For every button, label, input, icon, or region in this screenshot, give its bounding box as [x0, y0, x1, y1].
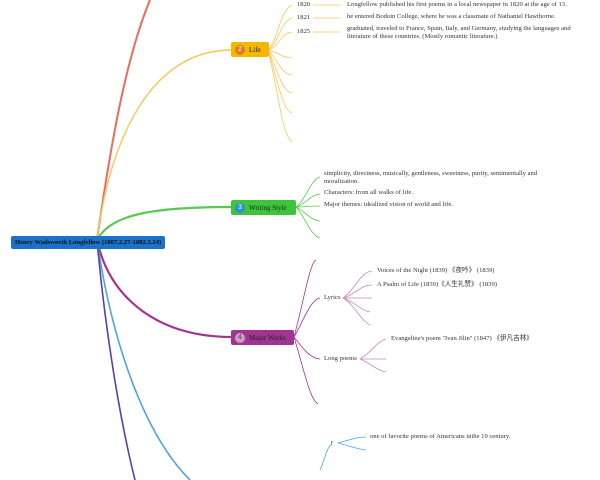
bottom-marker: r: [331, 439, 334, 446]
root-label: Henry Wadsworth Longfellow (1807.2.27-18…: [15, 239, 162, 246]
branch-life-line: [96, 49, 233, 241]
long-poem-item-evangeline: Evangeline's poem "Ivan Jilin" (1847) 《伊…: [391, 335, 533, 342]
branch-node-major-works[interactable]: 4 Major Works: [231, 330, 294, 345]
bottom-text: one of favorite poems of Americans inthe…: [370, 433, 511, 440]
writing-text-characters: Characters: from all walks of life.: [324, 189, 413, 196]
branch-bottom-blue-line: [96, 239, 191, 480]
root-node[interactable]: Henry Wadsworth Longfellow (1807.2.27-18…: [11, 236, 166, 249]
works-sub-lines: [293, 259, 321, 405]
writing-text-themes: Major themes: idealized vision of world …: [324, 201, 453, 208]
life-text-1825-line1: graduated, traveled to France, Spain, It…: [347, 25, 571, 32]
life-year-1820: 1820: [297, 1, 311, 8]
number-badge-icon: 2: [235, 44, 245, 55]
number-badge-icon: 4: [235, 332, 245, 343]
branch-bottom-purple-line: [96, 239, 136, 480]
life-sub-lines: [267, 4, 340, 143]
life-text-1821: he entered Bodoin College, where he was …: [347, 13, 556, 20]
writing-text-style-line1: simplicity, directness, musically, gentl…: [324, 170, 538, 177]
branch-label-writing-style: Writing Style: [249, 203, 287, 212]
branch-node-life[interactable]: 2 Life: [231, 42, 269, 57]
writing-text-style-line2: moralization.: [324, 178, 359, 185]
bottom-sub-lines: [319, 436, 367, 471]
branch-node-writing-style[interactable]: 3 Writing Style: [231, 200, 296, 215]
branch-label-major-works: Major Works: [249, 333, 286, 342]
branch-writing-line: [96, 205, 233, 241]
works-long-poems-label[interactable]: Long poems: [324, 355, 357, 362]
branch-top-line: [96, 0, 151, 241]
branch-label-life: Life: [249, 45, 261, 54]
life-year-1825: 1825: [297, 28, 311, 35]
longpoems-sub-lines: [359, 338, 387, 373]
life-year-1821: 1821: [297, 14, 311, 21]
writing-sub-lines: [295, 176, 321, 239]
works-lyrics-label[interactable]: Lyrics: [324, 294, 341, 301]
lyrics-sub-lines: [342, 270, 373, 326]
life-text-1820: Longfellow published his first poems in …: [347, 1, 567, 8]
lyrics-item-voices: Voices of the Night (1839) 《夜吟》 (1839): [377, 267, 495, 274]
number-badge-icon: 3: [235, 202, 245, 213]
branch-works-line: [95, 239, 233, 339]
lyrics-item-psalm: A Psalm of Life (1839)《人生礼赞》 (1839): [377, 281, 497, 288]
life-text-1825-line2: literature of these countries. (Mostly r…: [347, 33, 498, 40]
